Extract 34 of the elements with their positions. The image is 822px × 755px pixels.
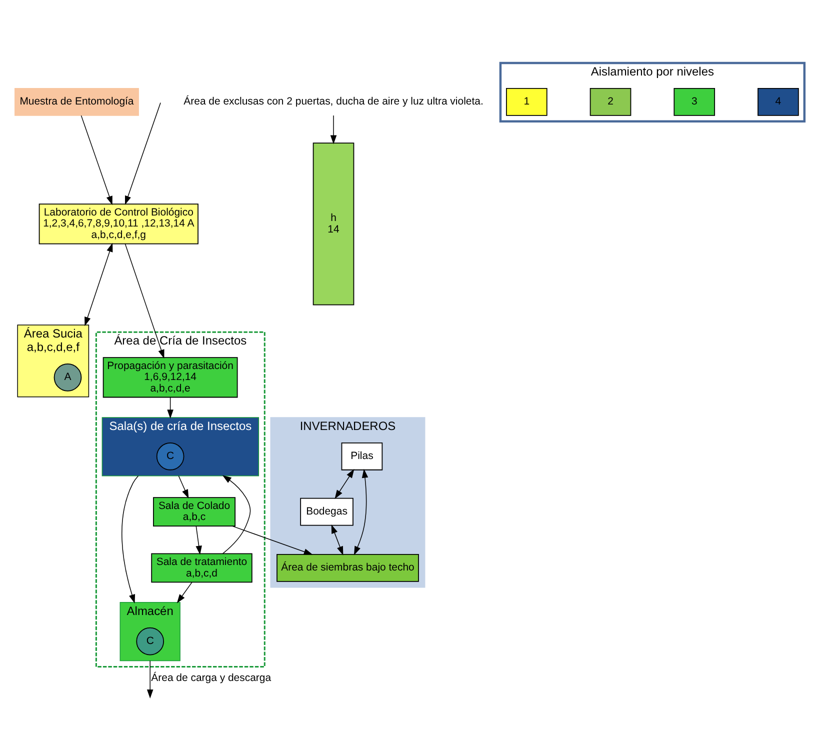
node-box: 2: [590, 88, 632, 116]
arrow: [222, 475, 251, 554]
arrow: [146, 660, 154, 699]
arrow: [178, 476, 189, 499]
edge-label: Área de carga y descarga: [151, 673, 272, 684]
arrow: [124, 244, 164, 359]
arrow: [334, 468, 354, 499]
arrow: [167, 396, 174, 419]
arrow: [84, 242, 113, 326]
node-box: 4: [758, 88, 799, 116]
node-box: 1: [506, 88, 548, 116]
arrow: [122, 476, 139, 604]
node-box: h 14: [312, 142, 354, 306]
arrow: [232, 526, 313, 555]
node-box: Laboratorio de Control Biológico 1,2,3,4,6,7,8,9,10,11 ,12,13,14 A a,b,c,d,e,f,g: [38, 204, 198, 244]
node-box: Propagación y parasitación 1,6,9,12,14 a,b,c,d,e: [102, 357, 238, 398]
arrow: [331, 524, 344, 556]
arrow: [176, 582, 192, 604]
arrow: [80, 115, 112, 206]
node-box: Bodegas: [300, 498, 354, 526]
node-box: Muestra de Entomología: [14, 88, 139, 116]
node-circle: A: [54, 364, 82, 392]
node-box: 3: [674, 88, 716, 116]
node-circle: C: [136, 627, 164, 656]
node-box: Área de siembras bajo techo: [276, 554, 419, 582]
node-box: Sala de Colado a,b,c: [153, 497, 236, 526]
node-text: Área de exclusas con 2 puertas, ducha de aire y luz ultra violeta.: [184, 96, 484, 108]
arrow: [354, 468, 368, 556]
arrow: [330, 115, 337, 144]
arrow: [196, 526, 202, 555]
node-box: Pilas: [341, 442, 383, 470]
node-box: Sala de tratamiento a,b,c,d: [151, 553, 252, 583]
node-circle: C: [156, 442, 184, 470]
arrow: [124, 102, 161, 205]
